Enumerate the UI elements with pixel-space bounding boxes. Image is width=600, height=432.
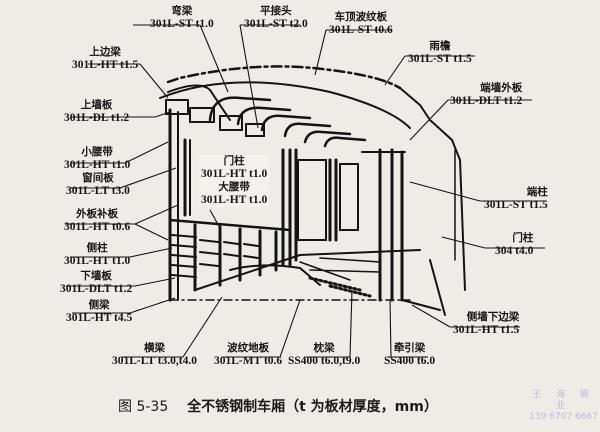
label-curved-beam: 弯梁 301L-ST t1.0 <box>150 5 214 30</box>
label-bolster-beam: 枕梁 SS400 t6.0,t9.0 <box>288 342 361 367</box>
figure-number: 图 5-35 <box>118 399 169 415</box>
figure-title: 全不锈钢制车厢（t 为板材厚度，mm） <box>187 399 438 415</box>
label-side-wall-bottom-beam: 侧墙下边梁 301L-HT t1.5 <box>453 311 520 336</box>
watermark-phone: 139 6707 6667 <box>529 412 598 422</box>
label-outer-patch-panel: 外板补板 301L-HT t0.6 <box>64 208 131 233</box>
label-end-wall-outer-panel: 端墙外板 301L-DLT t1.2 <box>450 82 523 107</box>
label-side-sill: 侧梁 301L-HT t4.5 <box>66 299 133 324</box>
label-flat-joint: 平接头 301L-ST t2.0 <box>244 5 308 30</box>
label-lower-wall-panel: 下墙板 301L-DLT t1.2 <box>60 270 133 295</box>
label-top-side-beam: 上边梁 301L-HT t1.5 <box>72 46 139 71</box>
label-rain-eave: 雨檐 301L-ST t1.5 <box>408 40 472 65</box>
watermark-name: 王 海 钢 业 <box>532 390 595 411</box>
label-large-waist-band: 大腰带 <box>218 181 250 193</box>
label-window-pier-panel: 窗间板 301L-LT t3.0 <box>66 172 130 197</box>
label-door-post-end: 门柱 304 t4.0 <box>495 232 534 257</box>
label-door-post-inner: 门柱 301L-HT t1.0 大腰带 301L-HT t1.0 <box>199 155 270 207</box>
label-roof-corrugated-panel: 车顶波纹板 301L-ST t0.6 <box>329 11 393 36</box>
label-small-waist-band: 小腰带 301L-HT t1.0 <box>64 146 131 171</box>
label-cross-beam: 横梁 301L-LT t3.0,t4.0 <box>112 342 197 367</box>
watermark: 王 海 钢 业 139 6707 6667 <box>527 390 600 423</box>
label-upper-wall-panel: 上墙板 301L-DL t1.2 <box>64 99 130 124</box>
label-draft-sill: 牵引梁 SS400 t6.0 <box>384 342 436 367</box>
label-end-post: 端柱 301L-ST t1.5 <box>484 186 548 211</box>
figure-caption: 图 5-35 全不锈钢制车厢（t 为板材厚度，mm） <box>118 396 438 416</box>
label-corrugated-floor: 波纹地板 301L-MT t0.6 <box>214 342 283 367</box>
label-side-post: 侧柱 301L-HT t1.0 <box>64 242 131 267</box>
